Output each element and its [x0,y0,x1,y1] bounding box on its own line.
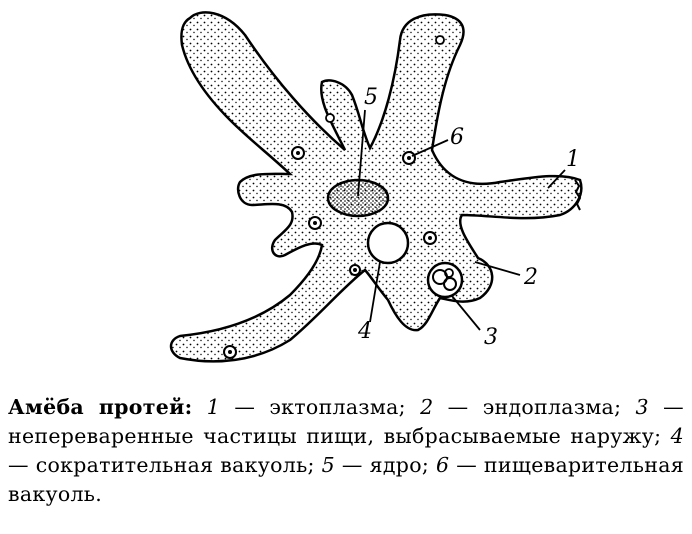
label-4: 4 [357,319,372,344]
caption-item-6-num: 6 [435,453,450,477]
caption-item-4-num: 4 [670,424,684,448]
caption-item-5-text: — ядро; [341,453,430,477]
caption-item-1-text: — эктоплазма; [234,395,406,419]
label-6: 6 [450,125,464,150]
label-3: 3 [484,325,498,350]
caption-item-2-num: 2 [420,395,434,419]
caption-item-6-text: — пищеварительная вакуоль. [8,453,684,506]
label-2: 2 [523,265,538,290]
nucleus [326,178,390,218]
digestive-vacuoles [223,35,445,359]
ectoplasm-edge [574,179,582,211]
caption-item-5-num: 5 [321,453,335,477]
contractile-vacuole [366,221,410,265]
caption-item-2-text: — эндоплазма; [447,395,622,419]
caption-item-3-num: 3 [635,395,649,419]
label-5: 5 [364,85,378,110]
caption-item-1-num: 1 [206,395,221,419]
label-1: 1 [566,147,580,172]
food-particle [426,261,464,299]
caption-item-3-text: — непереваренные частицы пищи, выбрасыва… [8,395,684,448]
amoeba-diagram: 1 2 3 4 5 6 [169,11,583,363]
leader-lines [357,109,566,331]
figure-caption: Амёба протей: 1 — эктоплазма; 2 — эндопл… [8,393,684,509]
caption-item-4-text: — сократительная вакуоль; [8,453,315,477]
caption-title: Амёба протей: [8,395,193,419]
